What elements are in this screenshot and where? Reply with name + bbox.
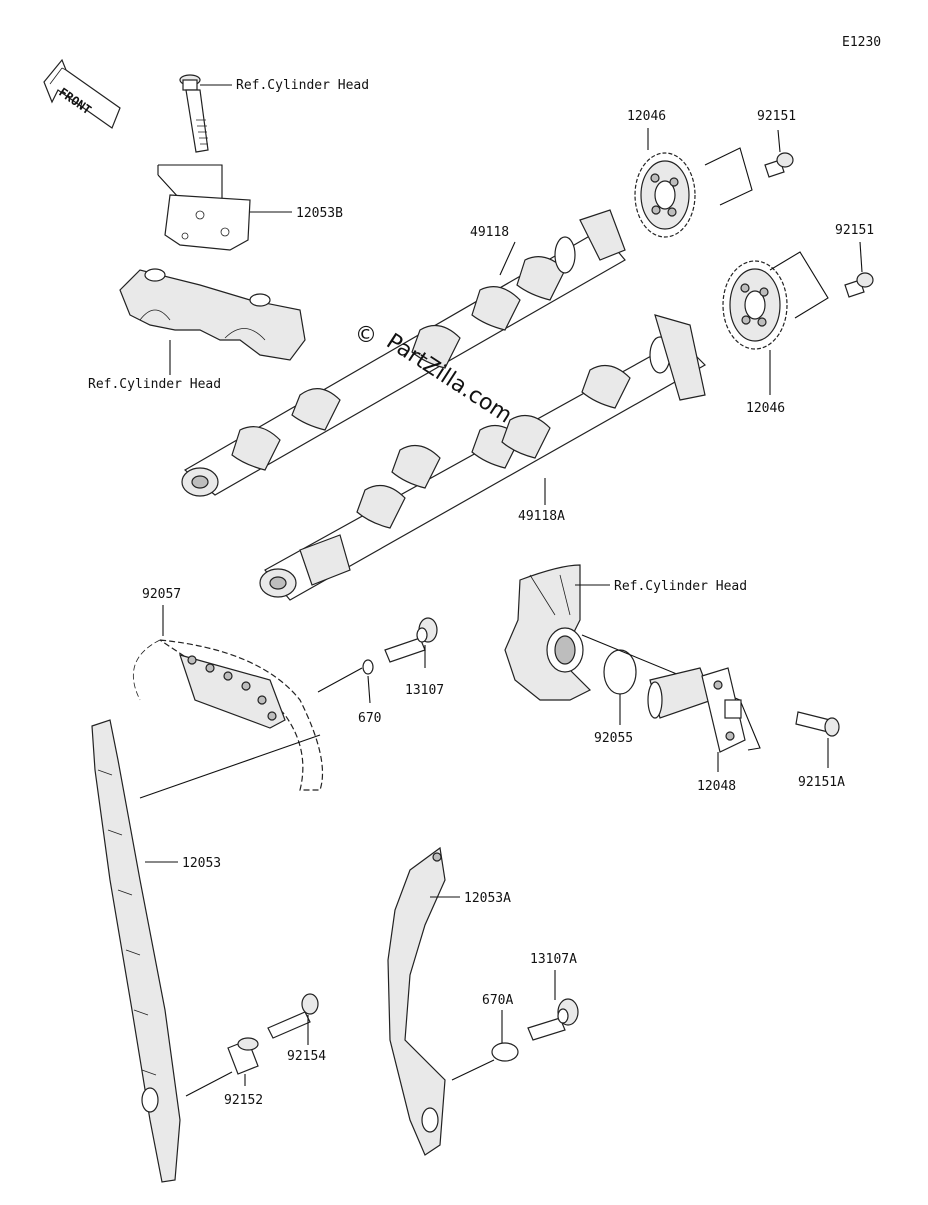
collar-92152 (227, 1037, 259, 1075)
label-92151-top: 92151 (757, 109, 796, 124)
o-ring-670A (491, 1042, 519, 1062)
cylinder-head-section (504, 564, 592, 701)
label-ref-cylinder-head-top: Ref.Cylinder Head (236, 78, 369, 93)
cam-chain-92057 (132, 639, 324, 791)
bolt-92151-top (764, 152, 794, 178)
o-ring-670 (362, 659, 374, 675)
label-49118A: 49118A (518, 509, 565, 524)
bolt-13107A (527, 998, 579, 1041)
label-49118: 49118 (470, 225, 509, 240)
chain-guide-12053 (91, 719, 181, 1183)
cam-cap-assembly (119, 268, 306, 361)
part-12053B-plate (164, 194, 251, 251)
camshaft-49118 (181, 209, 626, 497)
label-92151A: 92151A (798, 775, 845, 790)
label-92152: 92152 (224, 1093, 263, 1108)
label-92055: 92055 (594, 731, 633, 746)
label-92057: 92057 (142, 587, 181, 602)
label-13107A: 13107A (530, 952, 577, 967)
sprocket-12046-top (634, 152, 696, 238)
label-13107: 13107 (405, 683, 444, 698)
gasket-92055 (603, 649, 637, 695)
bolt-92151-mid (844, 272, 874, 298)
label-12046-top: 12046 (627, 109, 666, 124)
label-12046-bottom: 12046 (746, 401, 785, 416)
label-ref-cylinder-head-right: Ref.Cylinder Head (614, 579, 747, 594)
diagram-code: E1230 (842, 35, 881, 50)
sprocket-12046-bottom (722, 260, 788, 350)
front-arrow-icon: FRONT (43, 58, 121, 129)
label-92151-mid: 92151 (835, 223, 874, 238)
camshaft-49118A (259, 314, 706, 601)
watermark-symbol: © (355, 323, 377, 348)
label-12053: 12053 (182, 856, 221, 871)
label-12053A: 12053A (464, 891, 511, 906)
label-670: 670 (358, 711, 381, 726)
label-92154: 92154 (287, 1049, 326, 1064)
bolt-13107 (384, 617, 438, 663)
cylinder-head-bolt (179, 74, 209, 153)
label-12053B: 12053B (296, 206, 343, 221)
chain-guide-12053A (387, 846, 446, 1156)
tensioner-12048 (647, 667, 746, 753)
label-670A: 670A (482, 993, 513, 1008)
bolt-92154 (267, 993, 319, 1039)
label-ref-cylinder-head-left: Ref.Cylinder Head (88, 377, 221, 392)
label-12048: 12048 (697, 779, 736, 794)
bolt-92151A (795, 711, 840, 737)
